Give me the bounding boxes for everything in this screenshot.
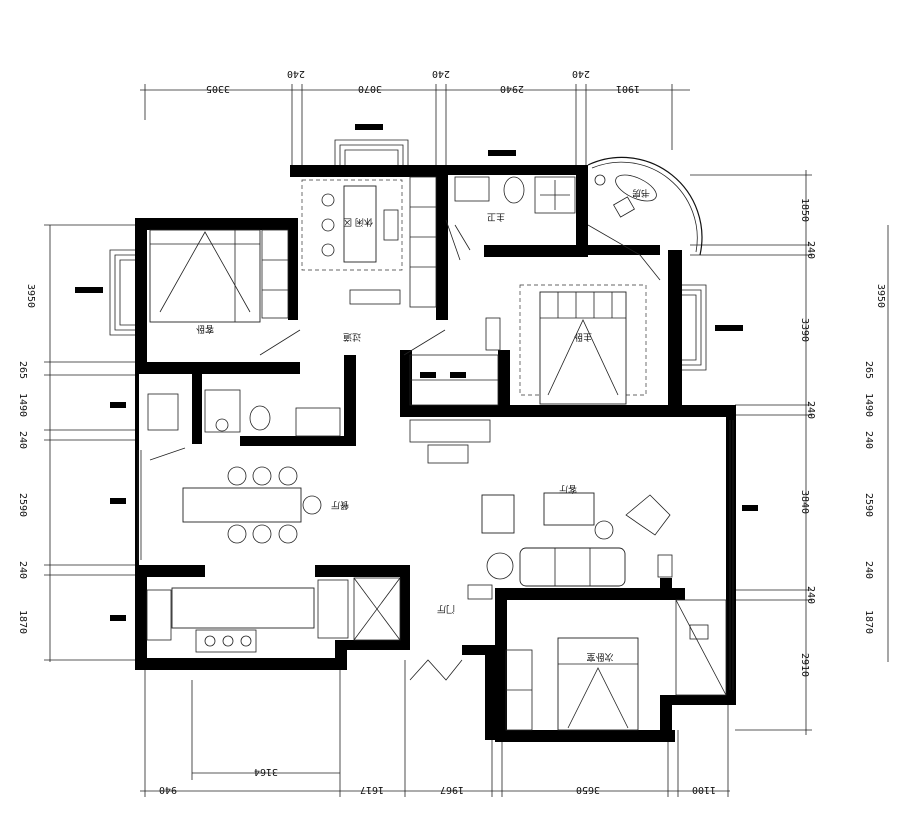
- right-dim-6: 240: [805, 586, 816, 604]
- far-right-dim-1: 3950: [875, 284, 886, 308]
- far-right-dim-3: 1490: [863, 393, 874, 417]
- top-dim-2: 240: [287, 68, 305, 79]
- left-dim-4: 240: [17, 431, 28, 449]
- left-dim-7: 1870: [17, 610, 28, 634]
- left-dim-2: 265: [17, 361, 28, 379]
- far-right-dim-6: 240: [863, 561, 874, 579]
- left-dim-5: 2590: [17, 493, 28, 517]
- hobby-room: 休闲 区: [301, 176, 437, 308]
- study-room: 书房: [587, 156, 703, 281]
- far-right-dim-7: 1870: [863, 610, 874, 634]
- dining-room: 餐厅: [149, 447, 349, 544]
- hobby-room-label: 休闲 区: [343, 216, 373, 228]
- bottom-dim-6: 1100: [692, 784, 716, 795]
- left-dim-1: 3950: [25, 284, 36, 308]
- guest-bedroom: 客卧: [149, 229, 289, 335]
- second-bedroom: 次卧室: [505, 599, 727, 731]
- entrance-label: 门厅: [437, 603, 455, 615]
- top-dim-5: 2940: [500, 83, 524, 94]
- right-dim-2: 240: [805, 241, 816, 259]
- top-dim-6: 240: [572, 68, 590, 79]
- bottom-dimension-chain: 940 3164 1617 1967 3650 1100: [140, 660, 730, 797]
- top-dim-1: 3305: [206, 83, 230, 94]
- right-dim-4: 240: [805, 401, 816, 419]
- master-bedroom-label: 主卧: [574, 331, 592, 343]
- dining-room-label: 餐厅: [331, 499, 349, 511]
- far-right-dim-5: 2590: [863, 493, 874, 517]
- top-dim-4: 240: [432, 68, 450, 79]
- far-right-dim-4: 240: [863, 431, 874, 449]
- right-dim-5: 3840: [799, 490, 810, 514]
- bottom-dim-2: 3164: [254, 766, 278, 777]
- windows: [109, 139, 734, 690]
- bottom-dim-3: 1617: [360, 784, 384, 795]
- bottom-dim-4: 1967: [440, 784, 464, 795]
- second-bedroom-label: 次卧室: [586, 651, 613, 663]
- far-right-dimension-chain: 3950 265 1490 240 2590 240 1870: [863, 225, 889, 662]
- study-room-label: 书房: [632, 187, 650, 199]
- small-bath: [147, 389, 341, 437]
- bottom-dim-1: 940: [159, 784, 177, 795]
- right-dim-7: 2910: [799, 653, 810, 677]
- left-dimension-chain: 3950 265 1490 240 2590 240 1870: [17, 224, 135, 662]
- master-bath-label: 主卫: [487, 211, 505, 223]
- corridor-label: 过道: [343, 331, 361, 343]
- walls: [135, 165, 736, 742]
- right-dim-1: 1850: [799, 198, 810, 222]
- right-dimension-chain: 1850 240 3390 240 3840 240 2910: [690, 170, 816, 735]
- far-right-dim-2: 265: [863, 361, 874, 379]
- corridor: 过道: [259, 219, 461, 356]
- living-room-label: 客厅: [559, 483, 577, 495]
- master-bath: 主卫: [454, 176, 576, 251]
- master-bedroom: 主卧: [409, 284, 647, 406]
- top-dim-3: 3070: [358, 83, 382, 94]
- entrance: 门厅: [409, 584, 493, 681]
- kitchen: [146, 577, 401, 653]
- top-dim-7: 1901: [616, 83, 640, 94]
- left-dim-3: 1490: [17, 393, 28, 417]
- bottom-dim-5: 3650: [576, 784, 600, 795]
- guest-bedroom-label: 客卧: [196, 323, 214, 335]
- living-room: 客厅: [409, 419, 673, 587]
- annotation-tags: [75, 124, 758, 621]
- left-dim-6: 240: [17, 561, 28, 579]
- top-dimension-chain: 3305 240 3070 240 2940 240 1901: [140, 68, 690, 165]
- right-dim-3: 3390: [799, 318, 810, 342]
